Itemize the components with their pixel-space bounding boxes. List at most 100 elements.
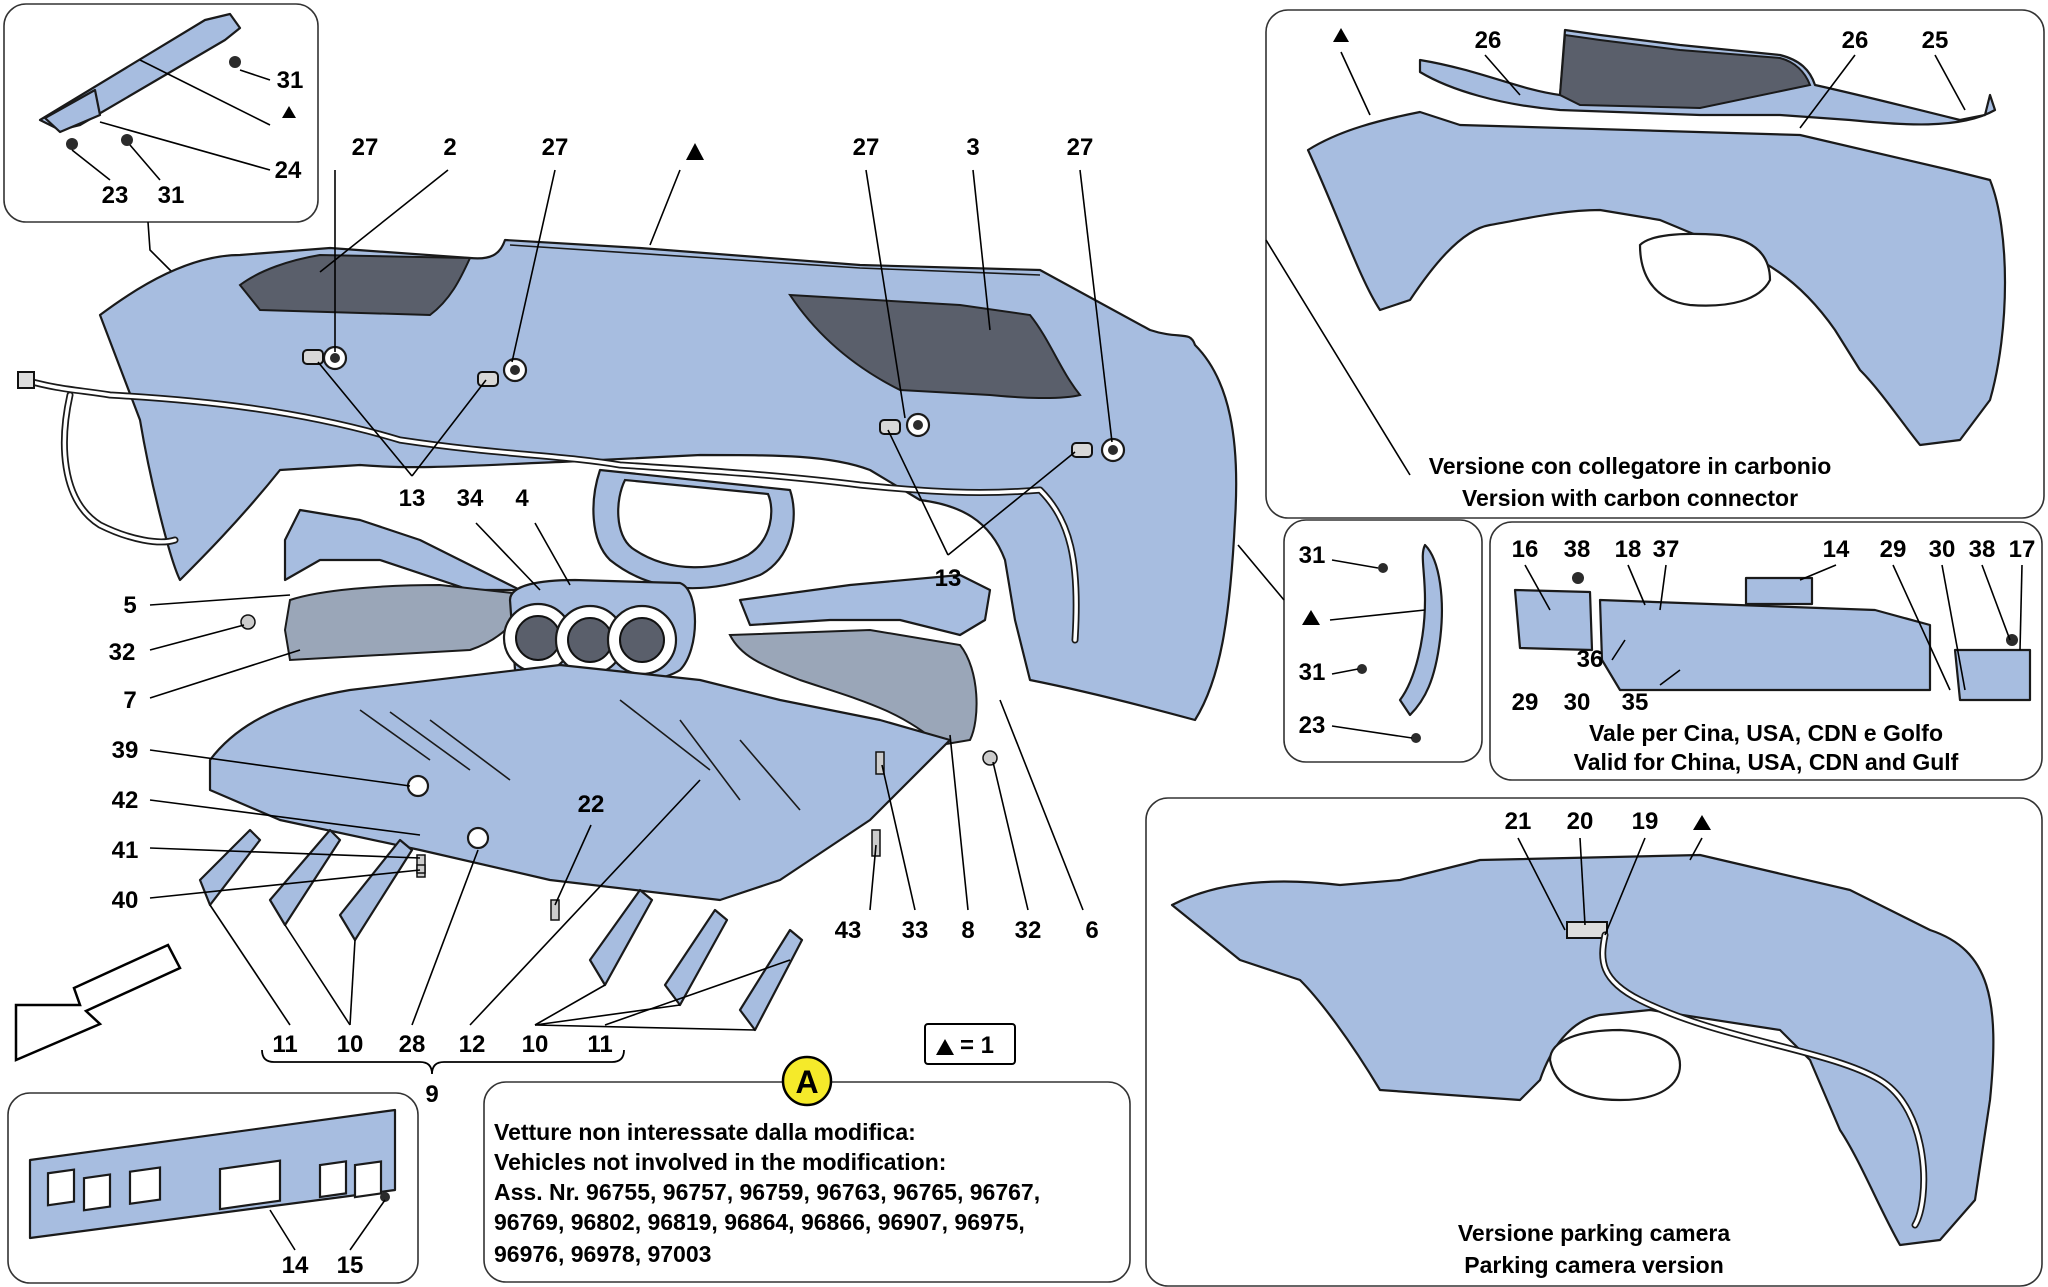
callout-14: 14: [282, 1252, 309, 1279]
fasteners: [240, 614, 998, 921]
inset-license-plate: 14 15: [7, 1092, 419, 1284]
inset-china-usa: 16 38 18 37 14 29 30 38 17 36 29 30 35 V…: [1489, 521, 2043, 781]
callout-19: 19: [1632, 808, 1659, 835]
callout-22: 22: [578, 791, 605, 818]
inset-carbon-connector: 26 26 25 Versione con collegatore in car…: [1265, 9, 2045, 519]
callout-7: 7: [123, 687, 136, 714]
note-a-panel: A Vetture non interessate dalla modifica…: [483, 1055, 1131, 1283]
callout-10b: 10: [522, 1031, 549, 1058]
callout-27b: 27: [542, 134, 569, 161]
bracket-17: [1953, 648, 2032, 702]
bracket-16: [1513, 588, 1594, 652]
callout-31a: 31: [277, 67, 304, 94]
callout-13a: 13: [399, 485, 426, 512]
callout-35: 35: [1622, 689, 1649, 716]
callout-17: 17: [2009, 536, 2036, 563]
side-trim-bracket: [43, 88, 102, 134]
grommet-39-icon: [406, 774, 430, 798]
callout-26b: 26: [1842, 27, 1869, 54]
inset-carbon-frame: [1265, 9, 2045, 519]
inset-camera-frame: [1145, 797, 2043, 1287]
inset-china-frame: [1489, 521, 2043, 781]
callout-8: 8: [961, 917, 974, 944]
callout-40: 40: [112, 887, 139, 914]
triangle-marker-icon: [1333, 28, 1349, 42]
callout-10a: 10: [337, 1031, 364, 1058]
callout-5: 5: [123, 592, 136, 619]
left-bracket: [283, 508, 522, 592]
callout-36: 36: [1577, 646, 1604, 673]
callout-34: 34: [457, 485, 484, 512]
inset-top-left: 31 24 23 31: [3, 3, 319, 276]
callout-27d: 27: [1067, 134, 1094, 161]
callout-38b: 38: [1969, 536, 1996, 563]
callout-4: 4: [515, 485, 529, 512]
callout-23: 23: [1299, 712, 1326, 739]
callout-38a: 38: [1564, 536, 1591, 563]
triangle-marker-icon: [1693, 815, 1711, 830]
callout-39: 39: [112, 737, 139, 764]
right-inner-mesh: [728, 628, 978, 747]
callout-31b: 31: [158, 182, 185, 209]
triangle-marker-icon: [282, 106, 296, 118]
carbon-bumper-body: [1306, 110, 2007, 447]
callout-14: 14: [1823, 536, 1850, 563]
harness-connector-icon: [17, 371, 35, 389]
inset-top-left-frame: [3, 3, 319, 223]
callout-37: 37: [1653, 536, 1680, 563]
exhaust-cutout: [617, 478, 773, 569]
note-line-4: 96769, 96802, 96819, 96864, 96866, 96907…: [494, 1209, 1025, 1235]
callout-30b: 30: [1564, 689, 1591, 716]
group-bracket-9: [261, 1049, 625, 1075]
triangle-marker-icon: [1302, 610, 1320, 625]
callout-41: 41: [112, 837, 139, 864]
callout-16: 16: [1512, 536, 1539, 563]
callout-23: 23: [102, 182, 129, 209]
callout-2: 2: [443, 134, 456, 161]
nut-23-icon: [66, 138, 78, 150]
caption-china-it: Vale per Cina, USA, CDN e Golfo: [1589, 720, 1943, 746]
carbon-exhaust-cutout: [1638, 232, 1772, 307]
vehicle-direction-arrow-icon: [14, 943, 182, 1062]
inset-parking-camera: 21 20 19 Versione parking camera Parking…: [1145, 797, 2043, 1287]
left-inner-mesh: [283, 583, 532, 662]
legend-triangle: = 1: [924, 1023, 1016, 1065]
callout-32a: 32: [109, 639, 136, 666]
caption-camera-en: Parking camera version: [1464, 1252, 1724, 1278]
callout-18: 18: [1615, 536, 1642, 563]
callout-13b: 13: [935, 565, 962, 592]
note-a-badge-label: A: [795, 1064, 818, 1100]
note-line-3: Ass. Nr. 96755, 96757, 96759, 96763, 967…: [494, 1179, 1040, 1205]
callout-27c: 27: [853, 134, 880, 161]
callout-27a: 27: [352, 134, 379, 161]
callout-3: 3: [966, 134, 979, 161]
callout-15: 15: [337, 1252, 364, 1279]
triangle-marker-icon: [686, 143, 704, 160]
callout-28: 28: [399, 1031, 426, 1058]
caption-carbon-en: Version with carbon connector: [1462, 485, 1798, 511]
callout-9: 9: [425, 1081, 438, 1108]
callout-29b: 29: [1512, 689, 1539, 716]
inset-small-frame: [1283, 519, 1483, 763]
note-line-2: Vehicles not involved in the modificatio…: [494, 1149, 946, 1175]
camera-exhaust-cutout: [1548, 1028, 1682, 1102]
callout-31a: 31: [1299, 542, 1326, 569]
callout-11b: 11: [587, 1031, 612, 1058]
bumper-mounting-points: [322, 345, 1126, 463]
parking-camera-icon: [1566, 921, 1608, 939]
reinforcement-35: [1598, 598, 1932, 692]
callout-31b: 31: [1299, 659, 1326, 686]
callout-21: 21: [1505, 808, 1532, 835]
right-bracket: [738, 573, 992, 637]
note-line-1: Vetture non interessate dalla modifica:: [494, 1119, 916, 1145]
callout-30a: 30: [1929, 536, 1956, 563]
callout-29a: 29: [1880, 536, 1907, 563]
callout-26a: 26: [1475, 27, 1502, 54]
right-vent-mesh: [788, 293, 1082, 400]
left-vent-mesh: [238, 253, 472, 317]
caption-camera-it: Versione parking camera: [1458, 1220, 1731, 1246]
caption-china-en: Valid for China, USA, CDN and Gulf: [1574, 749, 1959, 775]
rubber-mount-icon: [466, 826, 490, 850]
small-trim-part: [1398, 543, 1443, 717]
callout-32b: 32: [1015, 917, 1042, 944]
